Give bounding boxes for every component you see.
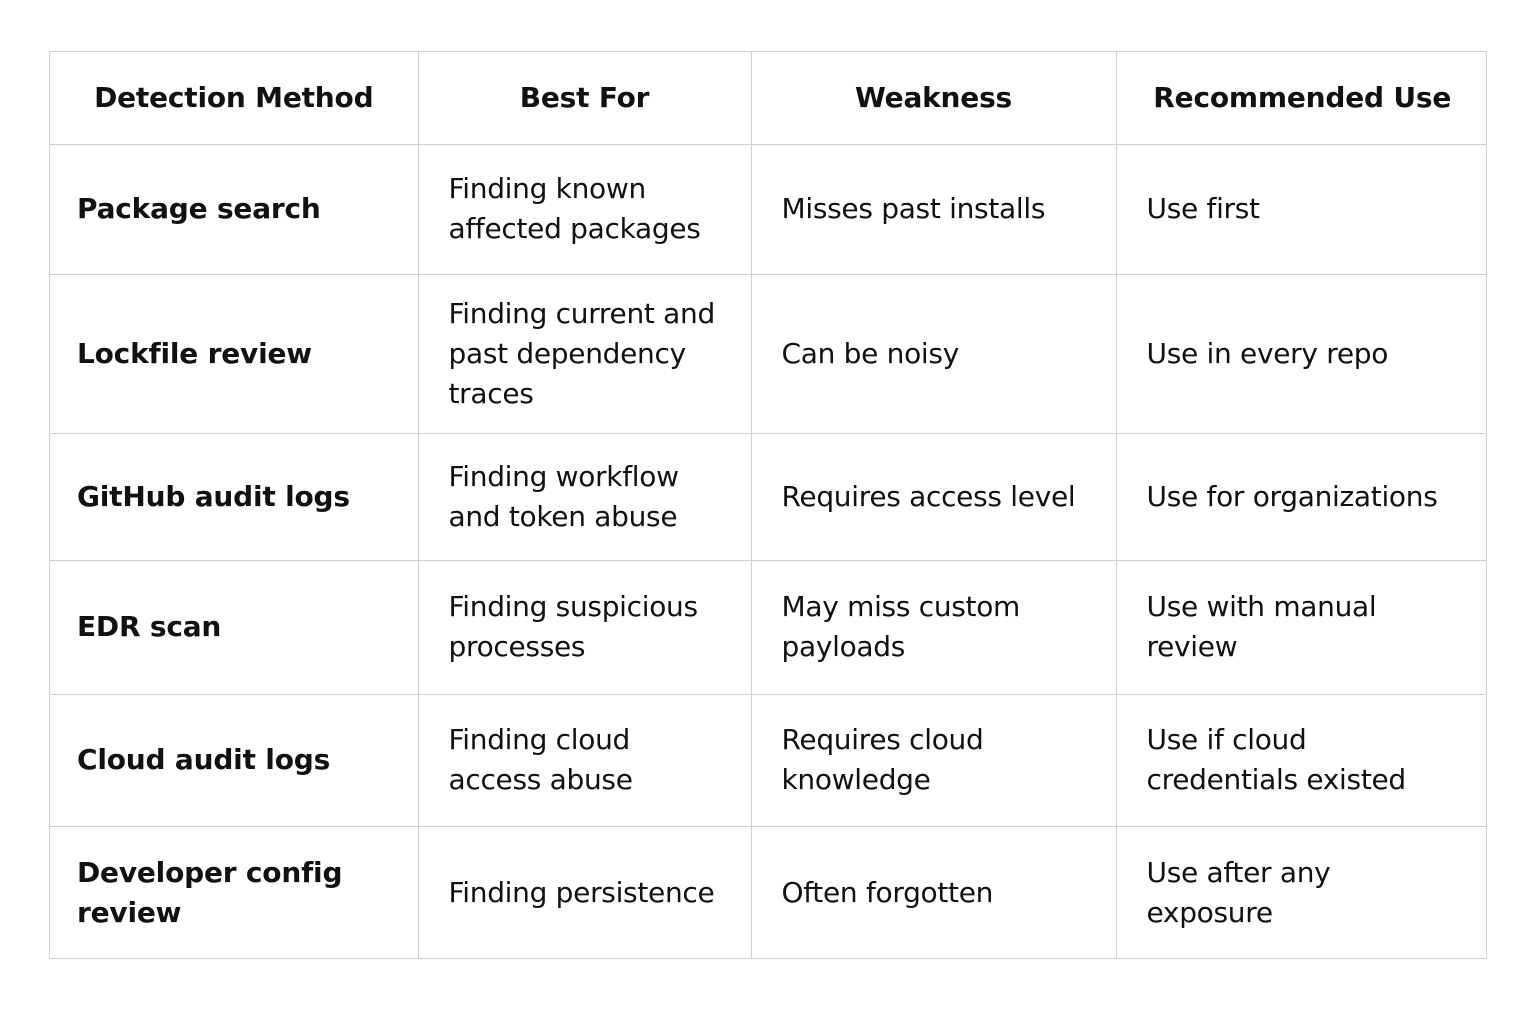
cell-weakness: May miss custom payloads xyxy=(750,559,1117,695)
table-row: Cloud audit logs Finding cloud access ab… xyxy=(50,693,1486,827)
table-row: Lockfile review Finding current and past… xyxy=(50,273,1486,434)
table-row: Package search Finding known affected pa… xyxy=(50,143,1486,275)
cell-best-for: Finding suspicious processes xyxy=(417,559,752,695)
table-header-row: Detection Method Best For Weakness Recom… xyxy=(50,52,1486,145)
cell-weakness: Misses past installs xyxy=(750,143,1117,275)
cell-best-for: Finding workflow and token abuse xyxy=(417,432,752,561)
cell-method: Lockfile review xyxy=(50,273,419,434)
cell-best-for: Finding known affected packages xyxy=(417,143,752,275)
cell-best-for: Finding persistence xyxy=(417,825,752,958)
detection-methods-table: Detection Method Best For Weakness Recom… xyxy=(49,51,1487,959)
cell-weakness: Often forgotten xyxy=(750,825,1117,958)
cell-weakness: Requires access level xyxy=(750,432,1117,561)
header-weakness: Weakness xyxy=(750,52,1117,145)
comparison-table: Detection Method Best For Weakness Recom… xyxy=(50,52,1486,958)
header-best-for: Best For xyxy=(417,52,752,145)
cell-method: EDR scan xyxy=(50,559,419,695)
header-recommended-use: Recommended Use xyxy=(1115,52,1486,145)
table-row: Developer config review Finding persiste… xyxy=(50,825,1486,958)
cell-method: GitHub audit logs xyxy=(50,432,419,561)
cell-recommended-use: Use for organizations xyxy=(1115,432,1486,561)
cell-weakness: Can be noisy xyxy=(750,273,1117,434)
cell-best-for: Finding cloud access abuse xyxy=(417,693,752,827)
table-row: EDR scan Finding suspicious processes Ma… xyxy=(50,559,1486,695)
cell-recommended-use: Use first xyxy=(1115,143,1486,275)
header-detection-method: Detection Method xyxy=(50,52,419,145)
table-row: GitHub audit logs Finding workflow and t… xyxy=(50,432,1486,561)
cell-recommended-use: Use if cloud credentials existed xyxy=(1115,693,1486,827)
cell-best-for: Finding current and past dependency trac… xyxy=(417,273,752,434)
cell-method: Cloud audit logs xyxy=(50,693,419,827)
cell-recommended-use: Use with manual review xyxy=(1115,559,1486,695)
cell-method: Developer config review xyxy=(50,825,419,958)
cell-method: Package search xyxy=(50,143,419,275)
cell-recommended-use: Use in every repo xyxy=(1115,273,1486,434)
cell-weakness: Requires cloud knowledge xyxy=(750,693,1117,827)
cell-recommended-use: Use after any exposure xyxy=(1115,825,1486,958)
